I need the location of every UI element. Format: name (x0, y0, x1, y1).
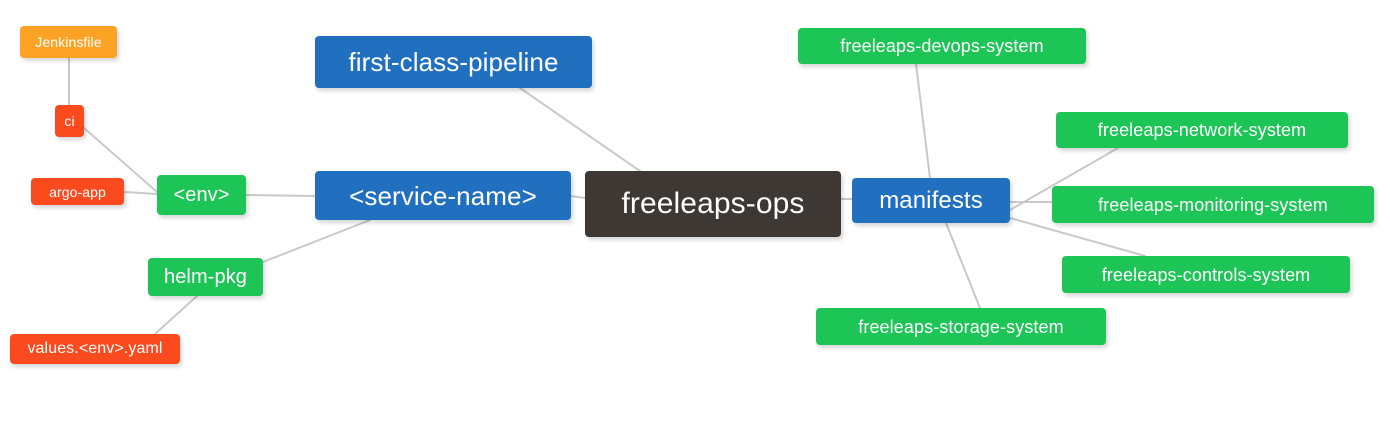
node-freeleaps-devops-system[interactable]: freeleaps-devops-system (798, 28, 1086, 64)
node-jenkinsfile[interactable]: Jenkinsfile (20, 26, 117, 58)
edge-helm-pkg-to-service-name (262, 219, 371, 263)
node-freeleaps-monitoring-system[interactable]: freeleaps-monitoring-system (1052, 186, 1374, 223)
node-freeleaps-network-system[interactable]: freeleaps-network-system (1056, 112, 1348, 148)
edge-argo-app-to-env (123, 191, 158, 195)
node-freeleaps-storage-system[interactable]: freeleaps-storage-system (816, 308, 1106, 345)
node-env[interactable]: <env> (157, 175, 246, 215)
node-label: freeleaps-network-system (1097, 120, 1307, 140)
node-label: <env> (173, 184, 230, 206)
edge-manifests-to-freeleaps-storage-system (945, 222, 981, 309)
node-label: Jenkinsfile (35, 34, 102, 50)
node-first-class-pipeline[interactable]: first-class-pipeline (315, 36, 592, 88)
node-label: manifests (879, 186, 983, 214)
node-values-env-yaml[interactable]: values.<env>.yaml (10, 334, 180, 364)
node-freeleaps-controls-system[interactable]: freeleaps-controls-system (1062, 256, 1350, 293)
node-label: argo-app (49, 183, 106, 200)
node-label: freeleaps-devops-system (840, 36, 1044, 56)
node-label: freeleaps-controls-system (1101, 264, 1311, 285)
node-label: freeleaps-storage-system (858, 316, 1064, 337)
node-ci[interactable]: ci (55, 105, 84, 137)
node-label: helm-pkg (163, 266, 248, 288)
edge-values-env-yaml-to-helm-pkg (154, 295, 198, 335)
node-helm-pkg[interactable]: helm-pkg (148, 258, 263, 296)
node-label: ci (64, 113, 75, 129)
edge-manifests-to-freeleaps-devops-system (915, 63, 931, 179)
edge-first-class-pipeline-to-freeleaps-ops (519, 87, 641, 172)
node-service-name[interactable]: <service-name> (315, 171, 571, 220)
node-manifests[interactable]: manifests (852, 178, 1010, 223)
node-label: freeleaps-ops (621, 187, 805, 220)
node-freeleaps-ops[interactable]: freeleaps-ops (585, 171, 841, 237)
edge-env-to-service-name (245, 194, 316, 197)
edge-manifests-to-freeleaps-controls-system (1009, 217, 1146, 257)
edge-service-name-to-freeleaps-ops (570, 195, 586, 199)
node-label: values.<env>.yaml (27, 340, 163, 357)
node-label: freeleaps-monitoring-system (1098, 194, 1328, 215)
node-label: <service-name> (349, 180, 537, 211)
node-label: first-class-pipeline (348, 47, 559, 77)
node-argo-app[interactable]: argo-app (31, 178, 124, 205)
